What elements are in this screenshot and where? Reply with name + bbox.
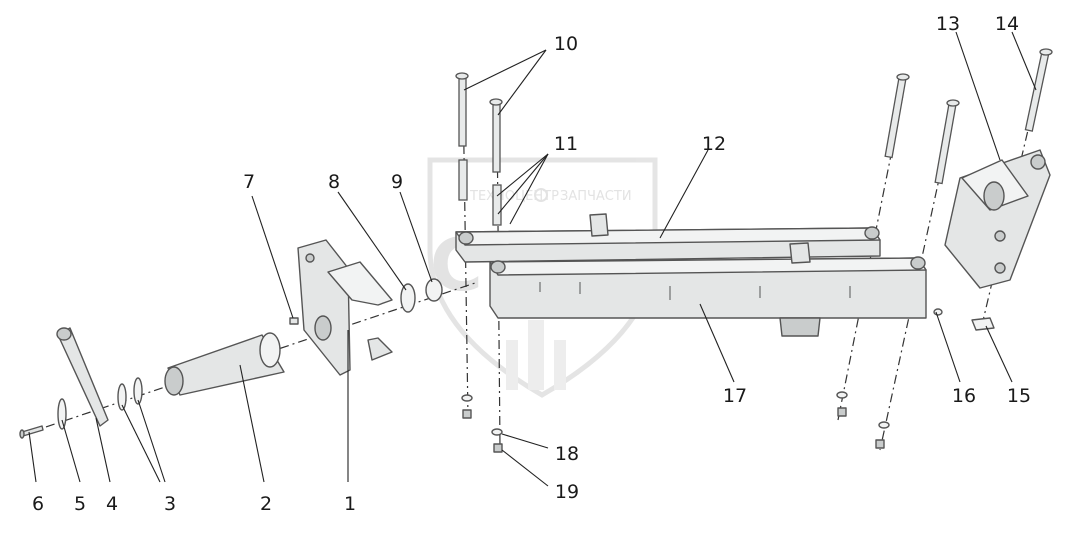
part-11-spacers <box>458 159 502 226</box>
callout-15: 15 <box>1007 385 1031 407</box>
callout-3: 3 <box>164 493 176 515</box>
callout-9: 9 <box>391 171 403 193</box>
callout-7: 7 <box>243 171 255 193</box>
part-4-lever <box>56 327 109 427</box>
callout-12: 12 <box>702 133 726 155</box>
part-12-upper-beam <box>455 213 881 263</box>
callout-11: 11 <box>554 133 578 155</box>
callout-19: 19 <box>555 481 579 503</box>
watermark-section: ЗАПЧАСТИ <box>560 189 632 204</box>
callout-14: 14 <box>995 13 1019 35</box>
gear-icon <box>534 188 548 202</box>
leader-lines <box>28 31 1037 487</box>
callout-2: 2 <box>260 493 272 515</box>
callout-13: 13 <box>936 13 960 35</box>
part-17-lower-beam <box>489 242 927 337</box>
part-19-nuts <box>462 407 885 453</box>
callout-6: 6 <box>32 493 44 515</box>
part-10-bolts <box>455 72 960 185</box>
callout-10: 10 <box>554 33 578 55</box>
callout-labels: 1 2 3 4 5 6 7 8 9 10 11 12 13 14 15 16 1… <box>32 13 1031 515</box>
wheat-icon <box>506 320 566 390</box>
part-2-shaft <box>164 332 285 396</box>
part-13-end-bracket <box>944 149 1051 289</box>
part-6-pin <box>19 425 44 439</box>
part-8-ring <box>400 283 416 313</box>
callout-16: 16 <box>952 385 976 407</box>
callout-17: 17 <box>723 385 747 407</box>
part-16-washer <box>933 308 943 316</box>
part-9-bushing <box>425 278 443 302</box>
part-15-nut <box>971 317 995 331</box>
callout-4: 4 <box>106 493 118 515</box>
part-7-pin <box>289 317 299 325</box>
callout-5: 5 <box>74 493 86 515</box>
callout-8: 8 <box>328 171 340 193</box>
part-18-washers <box>461 391 890 436</box>
part-1-bracket <box>297 239 393 376</box>
callout-18: 18 <box>555 443 579 465</box>
part-5-washer <box>57 398 67 430</box>
part-14-bolt <box>1024 48 1053 132</box>
part-3-washers <box>117 377 143 411</box>
callout-1: 1 <box>344 493 356 515</box>
